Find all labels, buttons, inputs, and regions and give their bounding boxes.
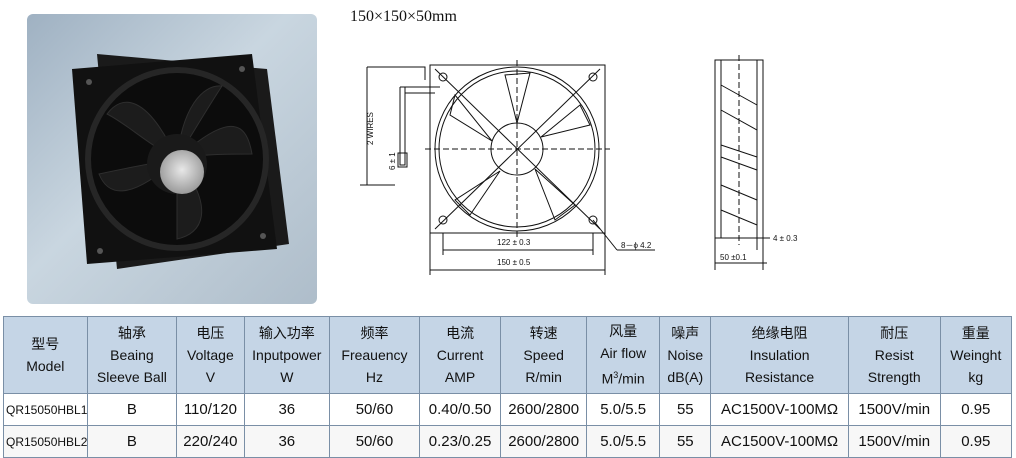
table-cell: 220/240 <box>176 425 245 458</box>
column-header-en: M3/min <box>601 370 645 387</box>
column-header-en: Freauency <box>341 347 408 363</box>
wires-label: 2 WIRES <box>366 112 375 145</box>
table-cell: 36 <box>243 425 331 458</box>
column-header-en: Voltage <box>187 347 234 363</box>
column-header-en: Speed <box>523 347 564 363</box>
column-header-en: Resist <box>874 347 914 363</box>
table-cell: 0.40/0.50 <box>418 393 502 426</box>
table-cell: 55 <box>659 425 712 458</box>
column-header-cn: 电压 <box>196 325 225 341</box>
table-cell: 36 <box>243 393 331 426</box>
table-cell: 50/60 <box>329 393 420 426</box>
hole-diameter-label: 8－ϕ 4.2 <box>621 241 652 250</box>
outer-width-label: 150 ± 0.5 <box>497 258 531 267</box>
table-cell: 1500V/min <box>847 425 941 458</box>
column-header-en: Hz <box>365 369 384 385</box>
column-header-en: V <box>205 369 216 385</box>
column-header-en: AMP <box>444 369 476 385</box>
column-header-en: dB(A) <box>667 369 704 385</box>
flange-label: 4 ± 0.3 <box>773 234 798 243</box>
column-header-en: Noise <box>667 347 704 363</box>
column-header-cn: 重量 <box>961 325 990 341</box>
column-header-en: Current <box>436 347 484 363</box>
column-header-en: Model <box>26 358 65 374</box>
column-header-en: Inputpower <box>252 347 322 363</box>
column-header-cn: 频率 <box>360 325 389 341</box>
hole-spacing-label: 122 ± 0.3 <box>497 238 531 247</box>
column-header: 重量 Weinght kg <box>939 316 1013 394</box>
table-cell: 0.95 <box>939 425 1013 458</box>
table-cell: 1500V/min <box>847 393 941 426</box>
fan-illustration <box>72 54 289 269</box>
column-header-en: Beaing <box>110 347 154 363</box>
table-cell: B <box>86 425 178 458</box>
table-cell: 0.23/0.25 <box>418 425 502 458</box>
table-cell: 2600/2800 <box>500 393 587 426</box>
column-header-en: Strength <box>867 369 921 385</box>
column-header: 型号 Model <box>3 316 88 394</box>
table-cell: QR15050HBL2 <box>3 425 88 458</box>
wire-dimension: 6 ± 1 <box>388 152 397 170</box>
column-header-en: Insulation <box>749 347 810 363</box>
technical-drawing: 2 WIRES 6 ± 1 122 ± 0.3 150 ± 0.5 8－ϕ 4.… <box>360 55 798 275</box>
column-header-cn: 轴承 <box>117 325 146 341</box>
table-cell: QR15050HBL1 <box>3 393 88 426</box>
column-header-cn: 风量 <box>609 323 638 340</box>
table-cell: 110/120 <box>176 393 245 426</box>
column-header-en: kg <box>968 369 984 385</box>
column-header-cn: 型号 <box>31 336 60 352</box>
table-cell: 5.0/5.5 <box>585 425 661 458</box>
table-cell: 5.0/5.5 <box>585 393 661 426</box>
column-header-en: Resistance <box>744 369 815 385</box>
table-cell: 50/60 <box>329 425 420 458</box>
size-title: 150×150×50mm <box>350 8 457 25</box>
fan-photo <box>27 14 317 304</box>
table-cell: AC1500V-100MΩ <box>710 425 849 458</box>
column-header-en: Air flow <box>600 345 647 362</box>
table-cell: B <box>86 393 178 426</box>
column-header-en: W <box>280 369 294 385</box>
column-header-en: Sleeve Ball <box>96 369 167 385</box>
column-header-cn: 转速 <box>529 325 558 341</box>
column-header-cn: 耐压 <box>880 325 909 341</box>
depth-label: 50 ±0.1 <box>720 253 747 262</box>
table-cell: 55 <box>659 393 712 426</box>
table-cell: AC1500V-100MΩ <box>710 393 849 426</box>
table-cell: 2600/2800 <box>500 425 587 458</box>
column-header-en: R/min <box>525 369 562 385</box>
column-header-cn: 噪声 <box>671 325 700 341</box>
column-header-cn: 电流 <box>446 325 475 341</box>
table-cell: 0.95 <box>939 393 1013 426</box>
column-header-en: Weinght <box>950 347 1002 363</box>
column-header-cn: 输入功率 <box>258 325 315 341</box>
column-header: 噪声 Noise dB(A) <box>659 316 712 394</box>
column-header-cn: 绝缘电阻 <box>751 325 808 341</box>
